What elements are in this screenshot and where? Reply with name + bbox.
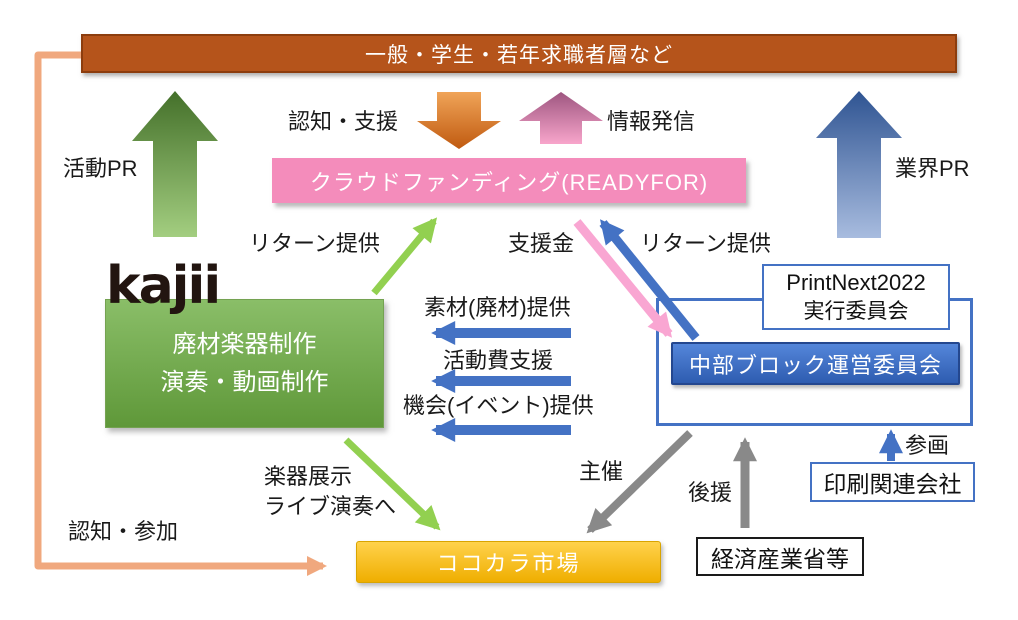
label-kikai: 機会(イベント)提供 [403,393,594,418]
kajii-box: 廃材楽器制作 演奏・動画制作 [105,299,384,428]
label-gakki: 楽器展示 ライブ演奏へ [264,462,396,522]
audience-banner: 一般・学生・若年求職者層など [81,34,957,73]
kajii-activity-line1: 廃材楽器制作 [172,330,317,358]
crowdfunding-box: クラウドファンディング(READYFOR) [272,158,746,203]
label-katsudo-pr: 活動PR [63,156,138,181]
label-gakki-line1: 楽器展示 [264,464,353,489]
label-ninchi-sanka: 認知・参加 [68,519,179,544]
label-ninchi-shien: 認知・支援 [288,109,399,134]
label-shusai: 主催 [579,459,624,484]
printing-companies-label: 印刷関連会社 [823,471,962,497]
label-shienkin: 支援金 [508,231,575,256]
ministry-box: 経済産業省等 [696,537,864,576]
ninchi-shien-arrow-down [417,92,501,149]
chubu-block-box: 中部ブロック運営委員会 [671,342,960,385]
crowdfunding-label: クラウドファンディング(READYFOR) [309,169,709,195]
printnext-title-box: PrintNext2022 実行委員会 [762,264,950,330]
ministry-label: 経済産業省等 [711,545,849,572]
label-sozai: 素材(廃材)提供 [424,295,571,320]
joho-hasshin-arrow-up [519,92,603,144]
label-return-chubu: リターン提供 [640,231,771,256]
label-joho-hasshin: 情報発信 [607,109,696,134]
audience-banner-label: 一般・学生・若年求職者層など [365,43,673,67]
label-kouen: 後援 [688,480,733,505]
label-gyokai-pr: 業界PR [895,156,970,181]
label-sankaku: 参画 [905,433,950,458]
kokokara-market-label: ココカラ市場 [436,551,581,576]
printnext-line2: 実行委員会 [803,300,909,323]
label-return-kajii: リターン提供 [249,231,380,256]
kokokara-market-box: ココカラ市場 [356,541,661,583]
label-gakki-line2: ライブ演奏へ [264,494,397,519]
kajii-activity-line2: 演奏・動画制作 [160,368,329,396]
label-katsudohi: 活動費支援 [443,348,554,373]
chubu-block-label: 中部ブロック運営委員会 [688,352,942,378]
printnext-line1: PrintNext2022 [786,270,926,295]
kajii-logo: kajii [106,256,221,316]
return-kajii-arrow [371,217,438,296]
printing-companies-box: 印刷関連会社 [810,462,975,502]
katsudo-pr-arrow-up [132,91,218,237]
gyokai-pr-arrow-up [816,91,902,238]
